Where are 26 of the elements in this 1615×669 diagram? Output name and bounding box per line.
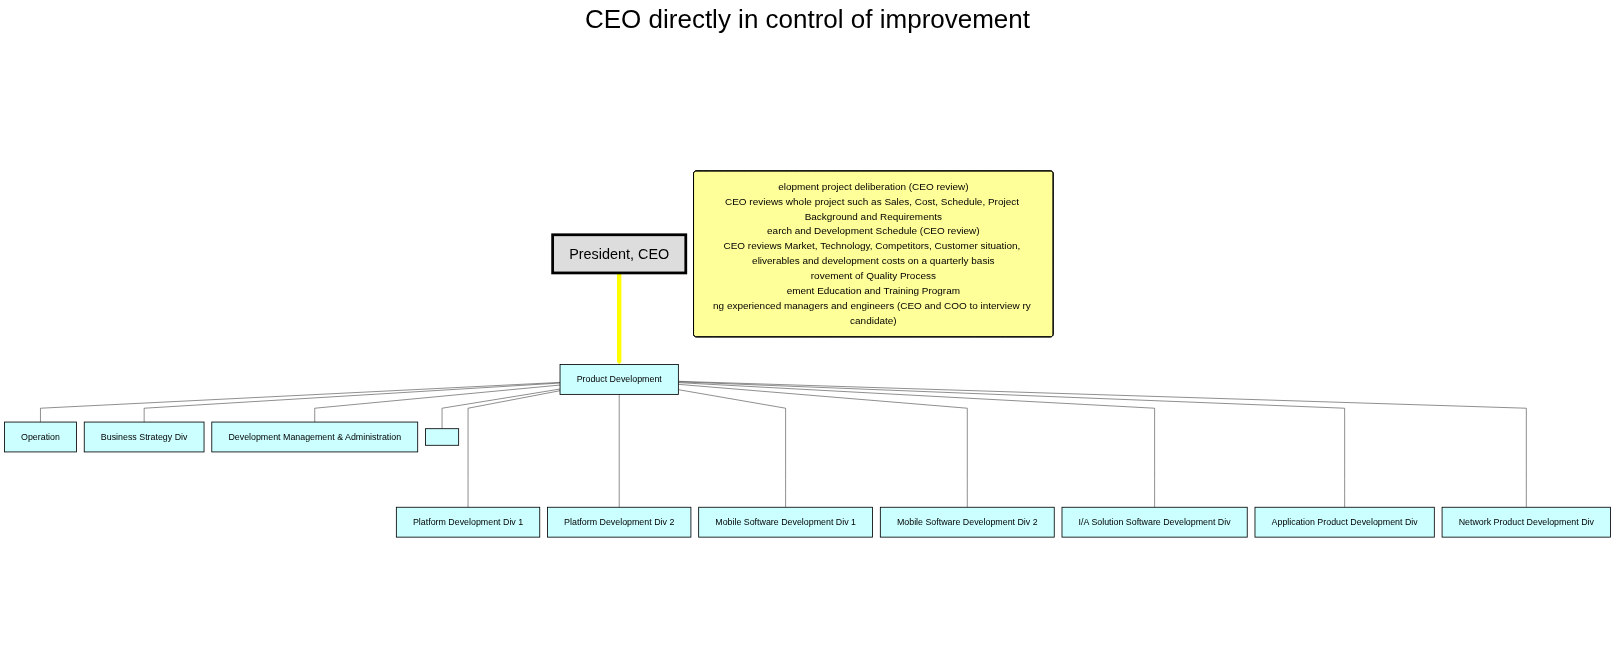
- diagram-title: CEO directly in control of improvement: [583, 4, 1031, 35]
- node-box: Product Development: [559, 364, 679, 395]
- node-box: [425, 428, 460, 446]
- connector: [467, 390, 561, 508]
- connector: [678, 381, 1527, 508]
- connector: [314, 384, 561, 423]
- connector: [678, 381, 1345, 508]
- connector: [678, 389, 786, 508]
- connector: [678, 384, 968, 508]
- node-box: Mobile Software Development Div 1: [698, 506, 873, 538]
- arrow: [616, 272, 622, 365]
- node-box: I/A Solution Software Development Div: [1061, 506, 1248, 538]
- node-box: President, CEO: [551, 233, 688, 275]
- connector: [40, 382, 561, 423]
- node-box: Platform Development Div 1: [395, 506, 541, 538]
- node-box: Mobile Software Development Div 2: [879, 506, 1055, 538]
- node-box: Application Product Development Div: [1254, 506, 1435, 538]
- connector: [678, 382, 1155, 508]
- node-box: Platform Development Div 2: [547, 506, 692, 538]
- connector: [618, 394, 620, 508]
- connector: [441, 388, 561, 429]
- connector: [143, 382, 561, 423]
- node-box: Network Product Development Div: [1441, 506, 1611, 538]
- node-box: Development Management & Administration: [211, 421, 419, 453]
- node-box: Business Strategy Div: [83, 421, 205, 453]
- node-box: Operation: [4, 421, 77, 453]
